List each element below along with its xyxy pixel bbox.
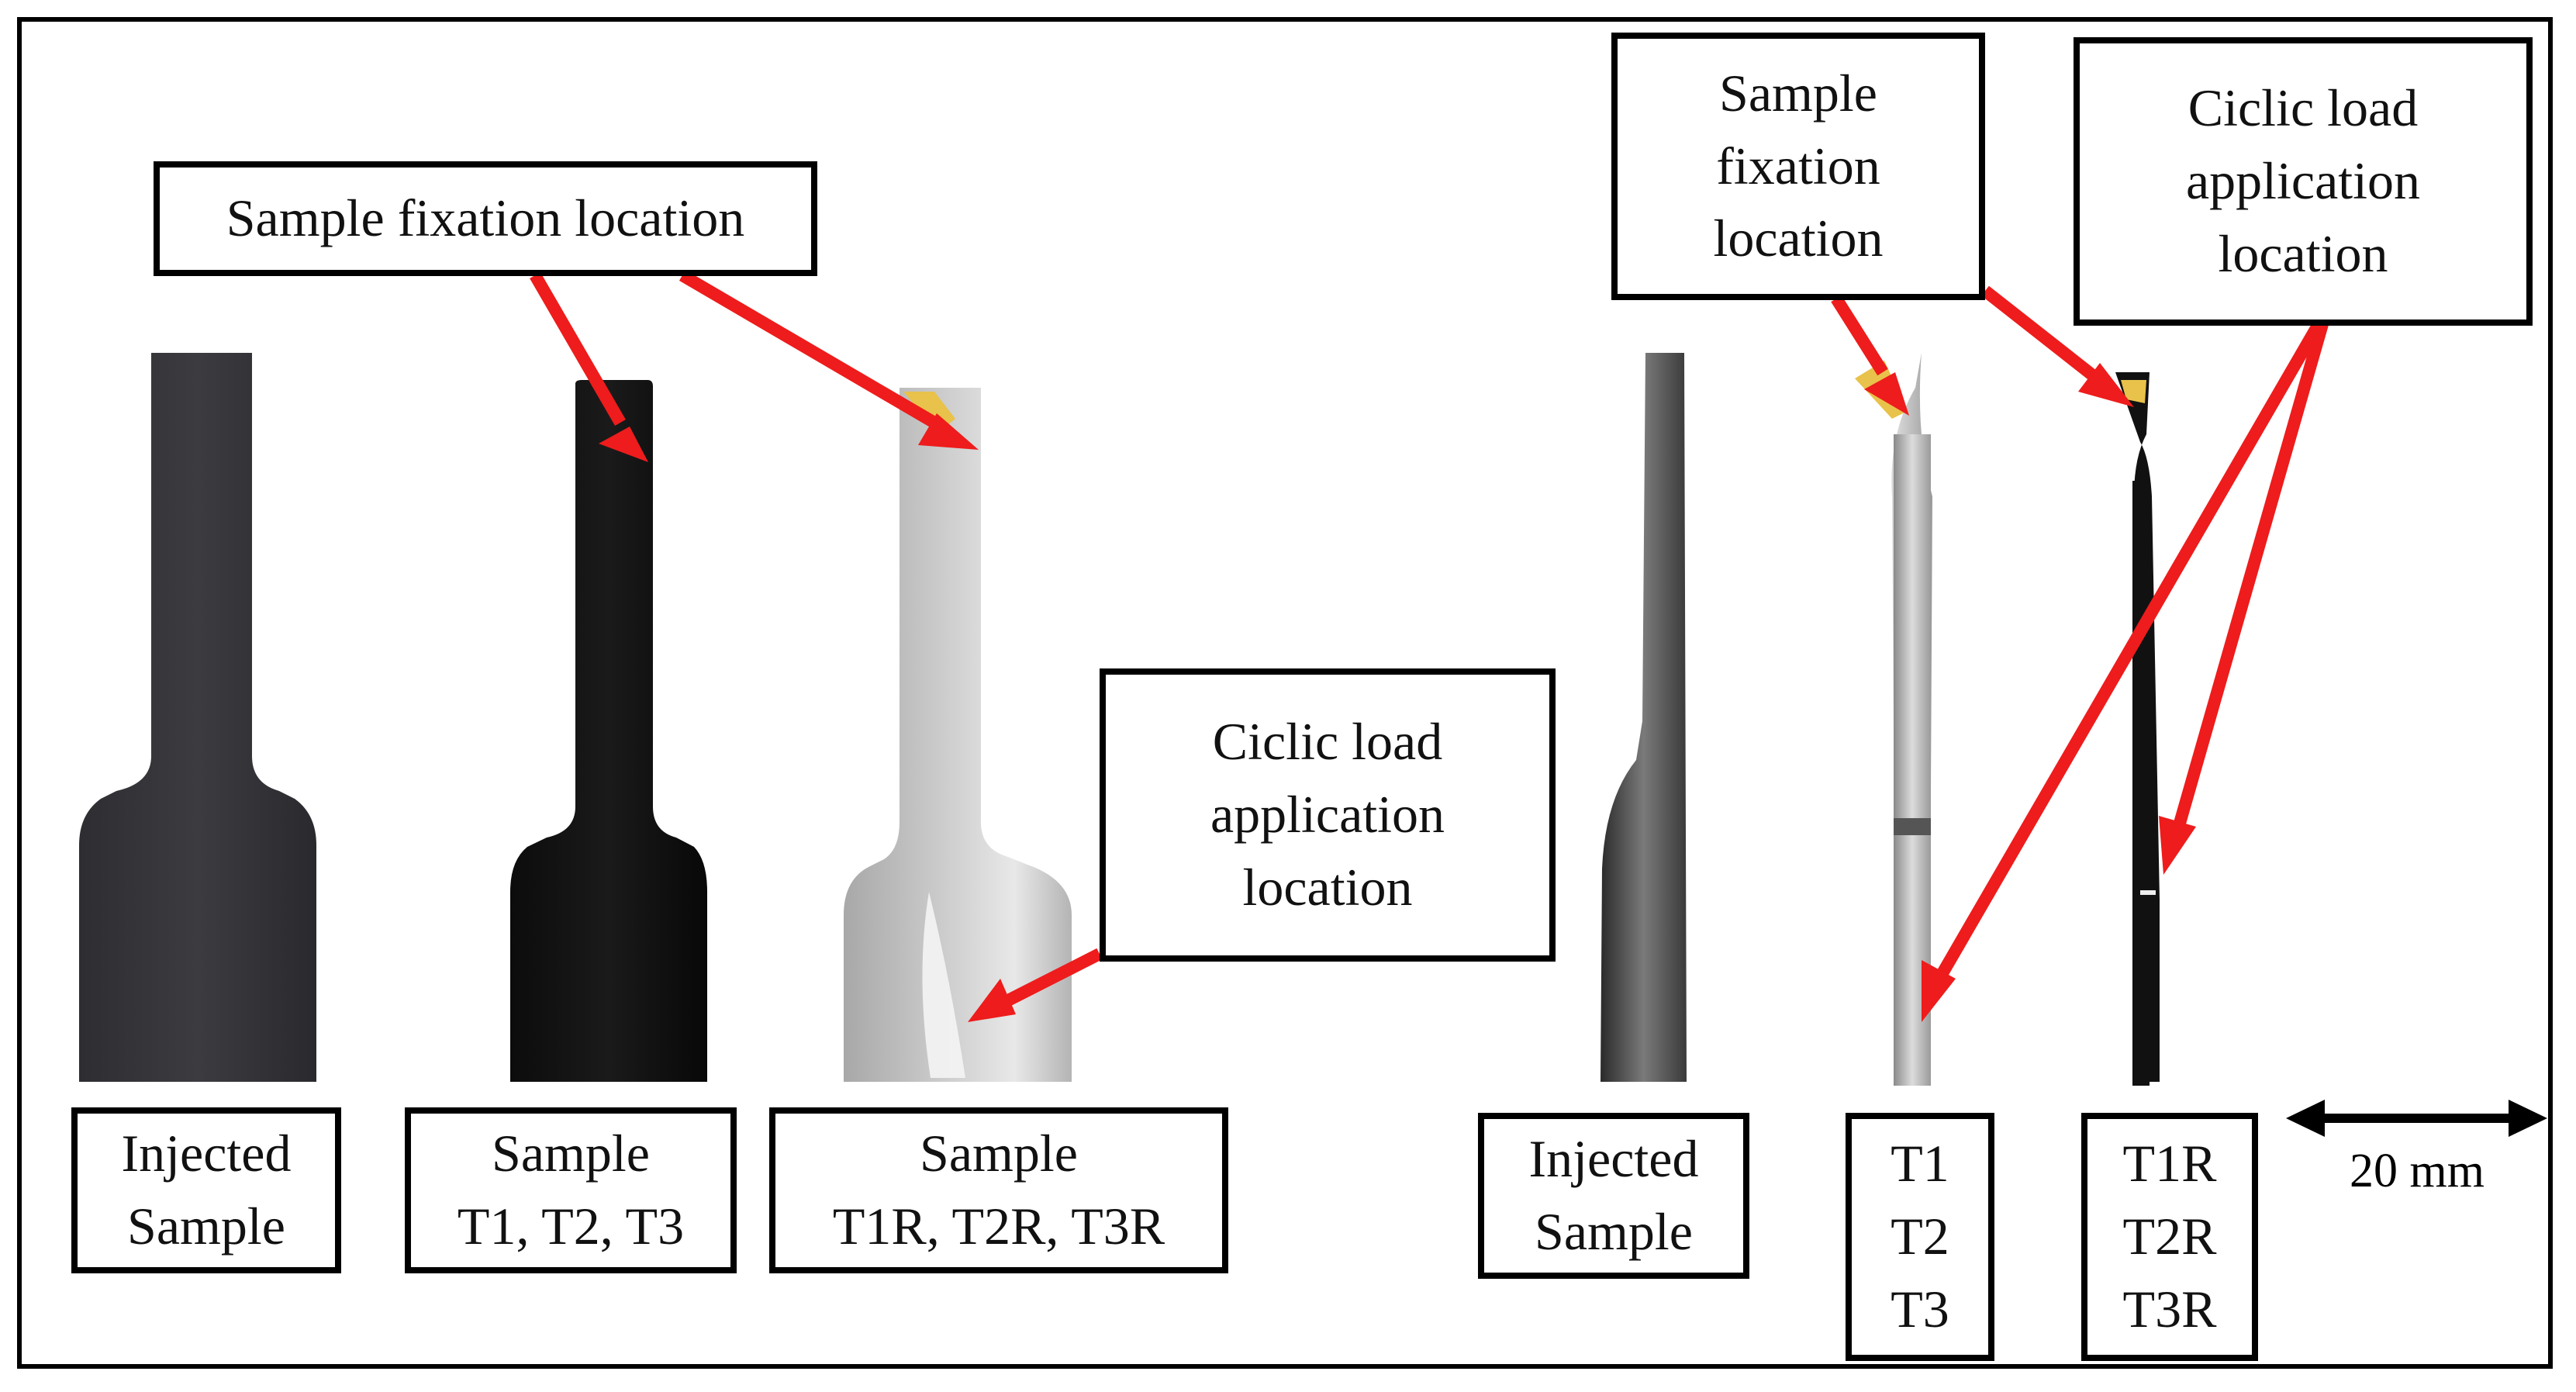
scale-bar-label: 20 mm xyxy=(2350,1145,2484,1197)
scale-bar: 20 mm xyxy=(2286,1100,2547,1197)
arrow-fixation-t-side-head xyxy=(1864,372,1909,416)
scale-bar-right-head xyxy=(2509,1100,2547,1137)
arrow-fixation-t-front xyxy=(530,271,626,427)
injected-sample-label-left: Injected Sample xyxy=(71,1107,341,1273)
arrow-cyclic-tr-side xyxy=(2173,322,2329,828)
scale-bar-left-head xyxy=(2286,1100,2325,1137)
sample-t-label: Sample T1, T2, T3 xyxy=(405,1107,737,1273)
arrow-fixation-t-front-head xyxy=(599,427,648,462)
injected-sample-label-right: Injected Sample xyxy=(1478,1113,1749,1279)
fixation-location-label-right: Sample fixation location xyxy=(1611,33,1985,300)
sample-tr-label: Sample T1R, T2R, T3R xyxy=(769,1107,1228,1273)
specimen-t-side-notch xyxy=(1894,818,1931,835)
arrow-cyclic-tr-side-head xyxy=(2159,816,2196,875)
specimen-injected-front xyxy=(79,353,316,1082)
fixation-mark-tr-side xyxy=(2121,380,2146,403)
cyclic-load-label-right: Ciclic load application location xyxy=(2074,37,2533,326)
figure-frame xyxy=(17,17,2553,1369)
t-list-label: T1 T2 T3 xyxy=(1846,1113,1994,1361)
arrow-fixation-tr-front xyxy=(679,270,938,428)
specimen-tr-side-mark xyxy=(2140,890,2156,895)
tr-list-label: T1R T2R T3R xyxy=(2081,1113,2258,1361)
specimen-tr-front-highlight xyxy=(922,892,965,1078)
specimen-tr-front xyxy=(844,388,1072,1082)
specimen-injected-side xyxy=(1601,353,1687,1082)
fixation-location-label-left: Sample fixation location xyxy=(154,161,817,276)
cyclic-load-label-left: Ciclic load application location xyxy=(1100,668,1556,962)
arrow-fixation-tr-side xyxy=(1981,285,2098,382)
arrow-cyclic-front-head xyxy=(968,979,1016,1022)
arrow-cyclic-t-side-head xyxy=(1922,960,1956,1022)
arrow-fixation-tr-front-head xyxy=(918,413,979,450)
specimen-tr-side-body xyxy=(2132,481,2150,1086)
arrows xyxy=(530,270,2329,1022)
arrow-fixation-t-side xyxy=(1831,295,1888,376)
arrow-fixation-tr-side-head xyxy=(2078,363,2134,407)
arrow-cyclic-front xyxy=(1005,948,1103,1007)
specimen-t-front xyxy=(510,380,707,1082)
arrow-cyclic-t-side xyxy=(1937,320,2324,977)
